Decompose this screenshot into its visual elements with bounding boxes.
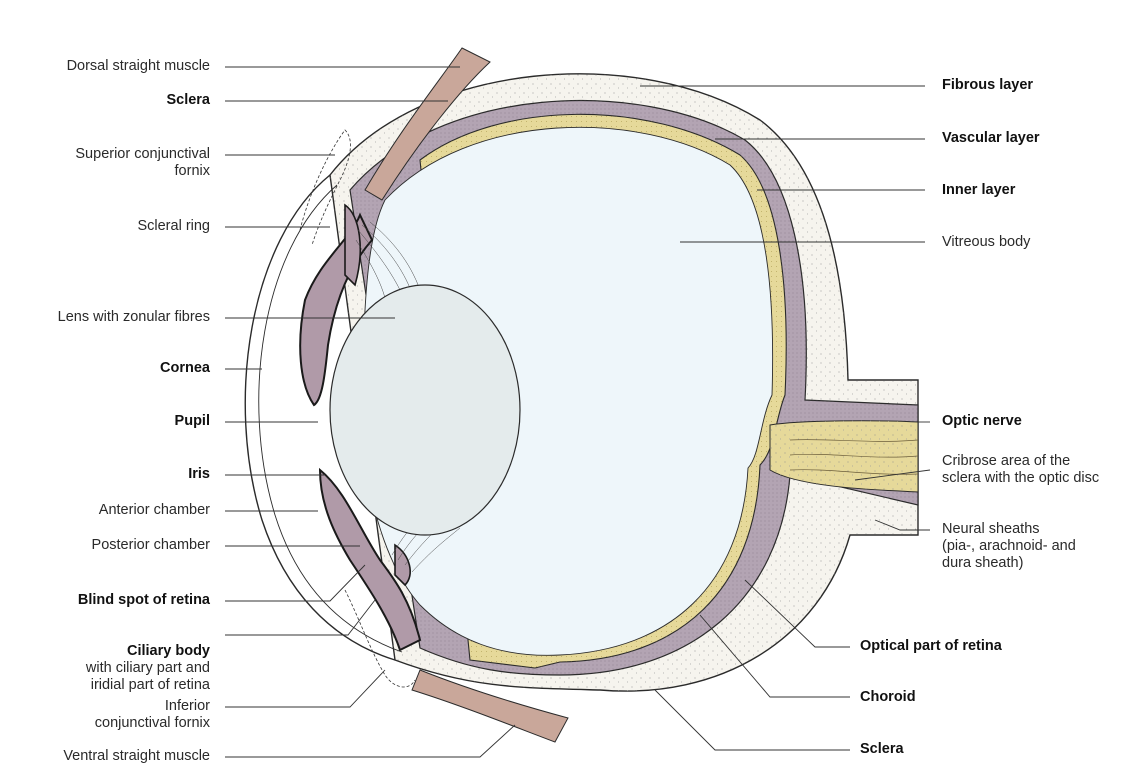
- ciliary-body-title: Ciliary body: [127, 643, 210, 659]
- label-lens-with-zonular-fibres: Lens with zonular fibres: [58, 309, 210, 326]
- ciliary-body-subtitle: with ciliary part and iridial part of re…: [86, 660, 210, 694]
- label-vitreous-body: Vitreous body: [942, 234, 1030, 251]
- label-anterior-chamber: Anterior chamber: [99, 502, 210, 519]
- label-posterior-chamber: Posterior chamber: [92, 537, 210, 554]
- label-scleral-ring: Scleral ring: [137, 218, 210, 235]
- label-choroid: Choroid: [860, 689, 916, 706]
- label-sclera-top: Sclera: [166, 92, 210, 109]
- label-neural-sheaths: Neural sheaths (pia-, arachnoid- and dur…: [942, 521, 1076, 572]
- label-pupil: Pupil: [175, 413, 210, 430]
- label-blind-spot-of-retina: Blind spot of retina: [78, 592, 210, 609]
- label-vascular-layer: Vascular layer: [942, 130, 1040, 147]
- label-cribrose-area: Cribrose area of the sclera with the opt…: [942, 453, 1099, 487]
- label-fibrous-layer: Fibrous layer: [942, 77, 1033, 94]
- label-ventral-straight-muscle: Ventral straight muscle: [63, 748, 210, 765]
- label-inner-layer: Inner layer: [942, 182, 1015, 199]
- label-dorsal-straight-muscle: Dorsal straight muscle: [67, 58, 210, 75]
- label-optic-nerve: Optic nerve: [942, 413, 1022, 430]
- label-iris: Iris: [188, 466, 210, 483]
- label-inferior-conjunctival-fornix: Inferior conjunctival fornix: [95, 698, 210, 732]
- label-superior-conjunctival-fornix: Superior conjunctival fornix: [75, 146, 210, 180]
- label-optical-part-of-retina: Optical part of retina: [860, 638, 1002, 655]
- lens-shape: [330, 285, 520, 535]
- label-cornea: Cornea: [160, 360, 210, 377]
- label-sclera-bottom: Sclera: [860, 741, 904, 758]
